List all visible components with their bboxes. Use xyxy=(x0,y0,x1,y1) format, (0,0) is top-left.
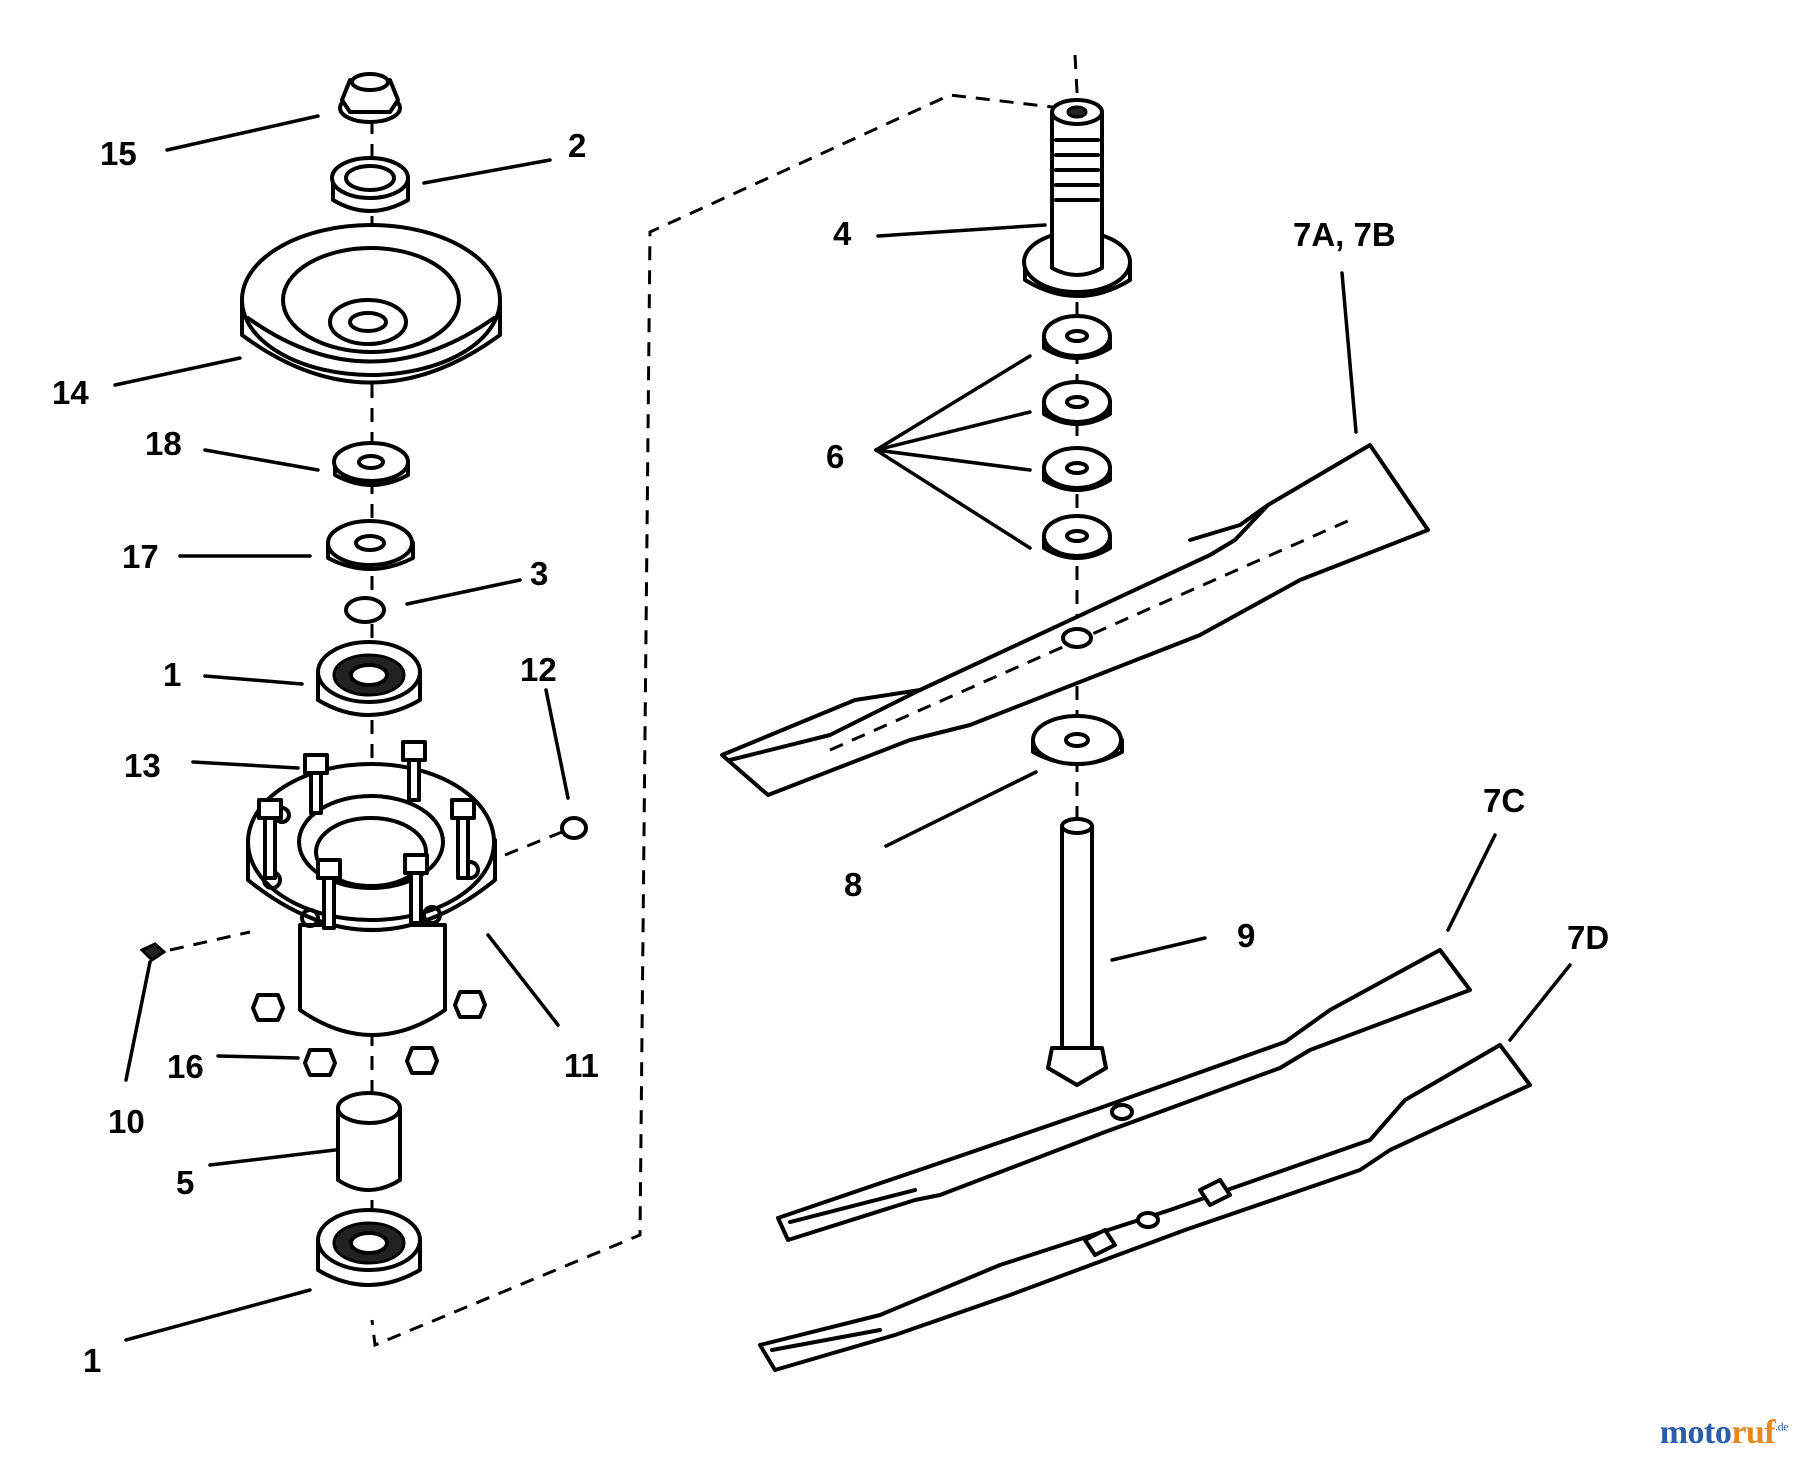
plug-part-10 xyxy=(139,930,251,962)
callout-13: 13 xyxy=(124,747,161,784)
flange-nut-part-15 xyxy=(338,72,402,124)
callout-6: 6 xyxy=(826,438,844,475)
callout-1-top: 1 xyxy=(163,656,181,693)
callout-5: 5 xyxy=(176,1164,194,1201)
watermark-part2: ruf xyxy=(1731,1414,1776,1451)
callout-11: 11 xyxy=(564,1047,599,1084)
blade-part-7c xyxy=(776,948,1472,1242)
ring-part-3 xyxy=(344,596,386,624)
callout-18: 18 xyxy=(145,425,182,462)
blade-part-7a-7b xyxy=(720,443,1430,797)
bolt-part-9 xyxy=(1046,817,1108,1087)
spacer-part-18 xyxy=(332,441,410,487)
watermark-part1: moto xyxy=(1659,1414,1732,1451)
callout-10: 10 xyxy=(108,1103,145,1140)
callout-7a-7b: 7A, 7B xyxy=(1293,216,1396,253)
bearing-part-1-top xyxy=(316,640,422,717)
callout-17: 17 xyxy=(122,538,159,575)
callout-4: 4 xyxy=(833,215,852,252)
callout-12: 12 xyxy=(520,651,557,688)
callout-7d: 7D xyxy=(1567,919,1609,956)
callout-7c: 7C xyxy=(1483,782,1525,819)
washer-part-17 xyxy=(326,519,415,571)
callout-3: 3 xyxy=(530,555,548,592)
callout-14: 14 xyxy=(52,374,89,411)
blade-part-7d xyxy=(758,1043,1532,1372)
pulley-part-14 xyxy=(240,223,502,385)
callout-15: 15 xyxy=(100,135,137,172)
watermark-suffix: .de xyxy=(1775,1419,1788,1434)
spindle-shaft-part-4 xyxy=(1022,98,1132,298)
callout-8: 8 xyxy=(844,866,862,903)
collar-part-2 xyxy=(330,156,410,213)
motoruf-watermark: motoruf.de xyxy=(1659,1414,1789,1452)
spacer-tube-part-5 xyxy=(336,1091,402,1192)
grease-fitting-part-12 xyxy=(504,816,588,857)
bolts-part-13 xyxy=(257,740,476,930)
washer-part-8 xyxy=(1031,714,1124,766)
callout-1-bottom: 1 xyxy=(83,1342,101,1379)
washers-part-6 xyxy=(1042,314,1112,560)
bearing-part-1-bottom xyxy=(316,1208,422,1287)
callout-16: 16 xyxy=(167,1048,204,1085)
callout-2: 2 xyxy=(568,127,586,164)
leader-lines xyxy=(113,114,1572,1342)
callout-9: 9 xyxy=(1237,917,1255,954)
nuts-part-16 xyxy=(251,990,487,1077)
